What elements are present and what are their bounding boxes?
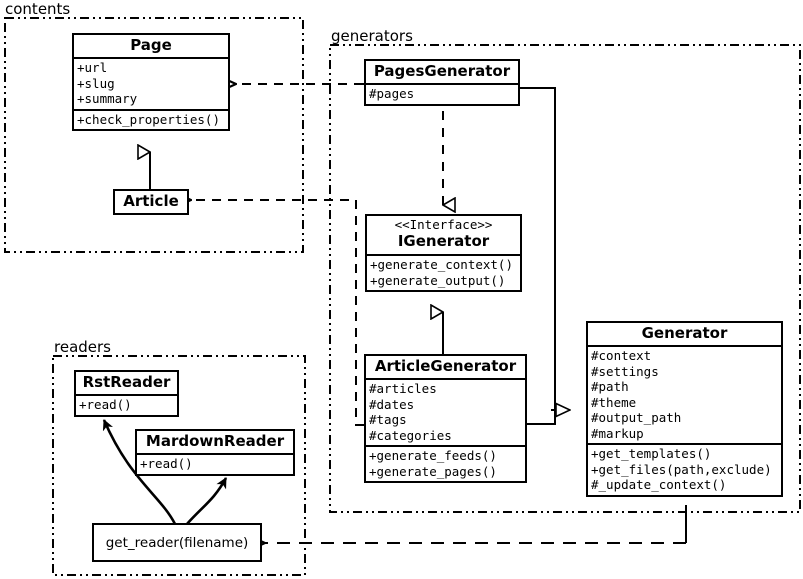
attribute-item: +slug <box>77 75 115 91</box>
method-item: +generate_feeds() <box>369 448 497 463</box>
class-header-igenerator: <<Interface>> IGenerator <box>367 216 520 256</box>
attribute-item: #tags <box>369 412 407 427</box>
class-title-rstreader: RstReader <box>76 372 177 396</box>
package-label-generators: generators <box>331 27 413 45</box>
class-methods-generator: +get_templates() +get_files(path,exclude… <box>588 445 781 495</box>
method-item: +get_files(path,exclude) <box>591 461 772 477</box>
package-label-readers: readers <box>54 338 111 356</box>
attribute-item: #theme <box>591 394 637 410</box>
attribute-item: #articles <box>369 381 437 396</box>
class-box-page[interactable]: Page +url +slug +summary +check_properti… <box>72 33 230 131</box>
attribute-item: #settings <box>591 363 659 379</box>
method-item: +generate_context() <box>370 257 513 272</box>
package-border-contents <box>4 17 304 253</box>
class-box-rstreader[interactable]: RstReader +read() <box>74 370 179 417</box>
class-methods-page: +check_properties() <box>74 111 228 130</box>
edge-generator-uses-getreader <box>265 505 687 543</box>
class-title-mardownreader: MardownReader <box>137 431 293 455</box>
class-title-generator: Generator <box>588 323 781 347</box>
class-box-generator[interactable]: Generator #context #settings #path #them… <box>586 321 783 497</box>
package-label-contents: contents <box>5 0 71 18</box>
attribute-item: #categories <box>369 427 452 443</box>
class-attributes-generator: #context #settings #path #theme #output_… <box>588 347 781 445</box>
class-attributes-page: +url +slug +summary <box>74 59 228 111</box>
class-methods-mardownreader: +read() <box>137 455 293 474</box>
edge-getreader-returns-rstreader <box>102 419 177 525</box>
class-title-igenerator: IGenerator <box>397 232 490 250</box>
class-methods-igenerator: +generate_context() +generate_output() <box>367 256 520 290</box>
method-item: +generate_pages() <box>369 463 497 479</box>
attribute-item: #context <box>591 348 652 363</box>
class-stereotype-igenerator: <<Interface>> <box>394 217 493 232</box>
method-item: +generate_output() <box>370 272 506 288</box>
package-border-readers <box>52 355 306 576</box>
class-box-igenerator[interactable]: <<Interface>> IGenerator +generate_conte… <box>365 214 522 292</box>
class-title-articlegenerator: ArticleGenerator <box>366 356 525 380</box>
edge-articlegenerator-uses-article <box>191 200 364 426</box>
method-item: +check_properties() <box>77 111 220 127</box>
class-title-page: Page <box>74 35 228 59</box>
class-attributes-pagesgenerator: #pages <box>366 85 518 104</box>
edge-generators-inherit-generator <box>520 87 570 425</box>
attribute-item: #dates <box>369 396 415 412</box>
edge-getreader-returns-mardownreader <box>186 477 228 525</box>
attribute-item: #output_path <box>591 410 682 425</box>
attribute-item: #path <box>591 379 629 394</box>
attribute-item: #markup <box>591 425 644 441</box>
function-label-get-reader: get_reader(filename) <box>105 534 249 551</box>
class-attributes-articlegenerator: #articles #dates #tags #categories <box>366 380 525 447</box>
attribute-item: #pages <box>369 86 415 101</box>
attribute-item: +summary <box>77 91 138 106</box>
class-box-mardownreader[interactable]: MardownReader +read() <box>135 429 295 476</box>
method-item: +read() <box>140 456 193 471</box>
class-title-pagesgenerator: PagesGenerator <box>366 61 518 85</box>
class-box-article[interactable]: Article <box>113 189 189 215</box>
method-item: +get_templates() <box>591 446 712 461</box>
class-methods-articlegenerator: +generate_feeds() +generate_pages() <box>366 447 525 481</box>
class-title-article: Article <box>123 192 179 210</box>
class-box-articlegenerator[interactable]: ArticleGenerator #articles #dates #tags … <box>364 354 527 483</box>
attribute-item: +url <box>77 60 108 75</box>
class-box-pagesgenerator[interactable]: PagesGenerator #pages <box>364 59 520 106</box>
function-box-get-reader[interactable]: get_reader(filename) <box>92 523 262 562</box>
class-methods-rstreader: +read() <box>76 396 177 415</box>
method-item: #_update_context() <box>591 477 727 492</box>
method-item: +read() <box>79 397 132 412</box>
package-border-generators <box>329 44 801 513</box>
